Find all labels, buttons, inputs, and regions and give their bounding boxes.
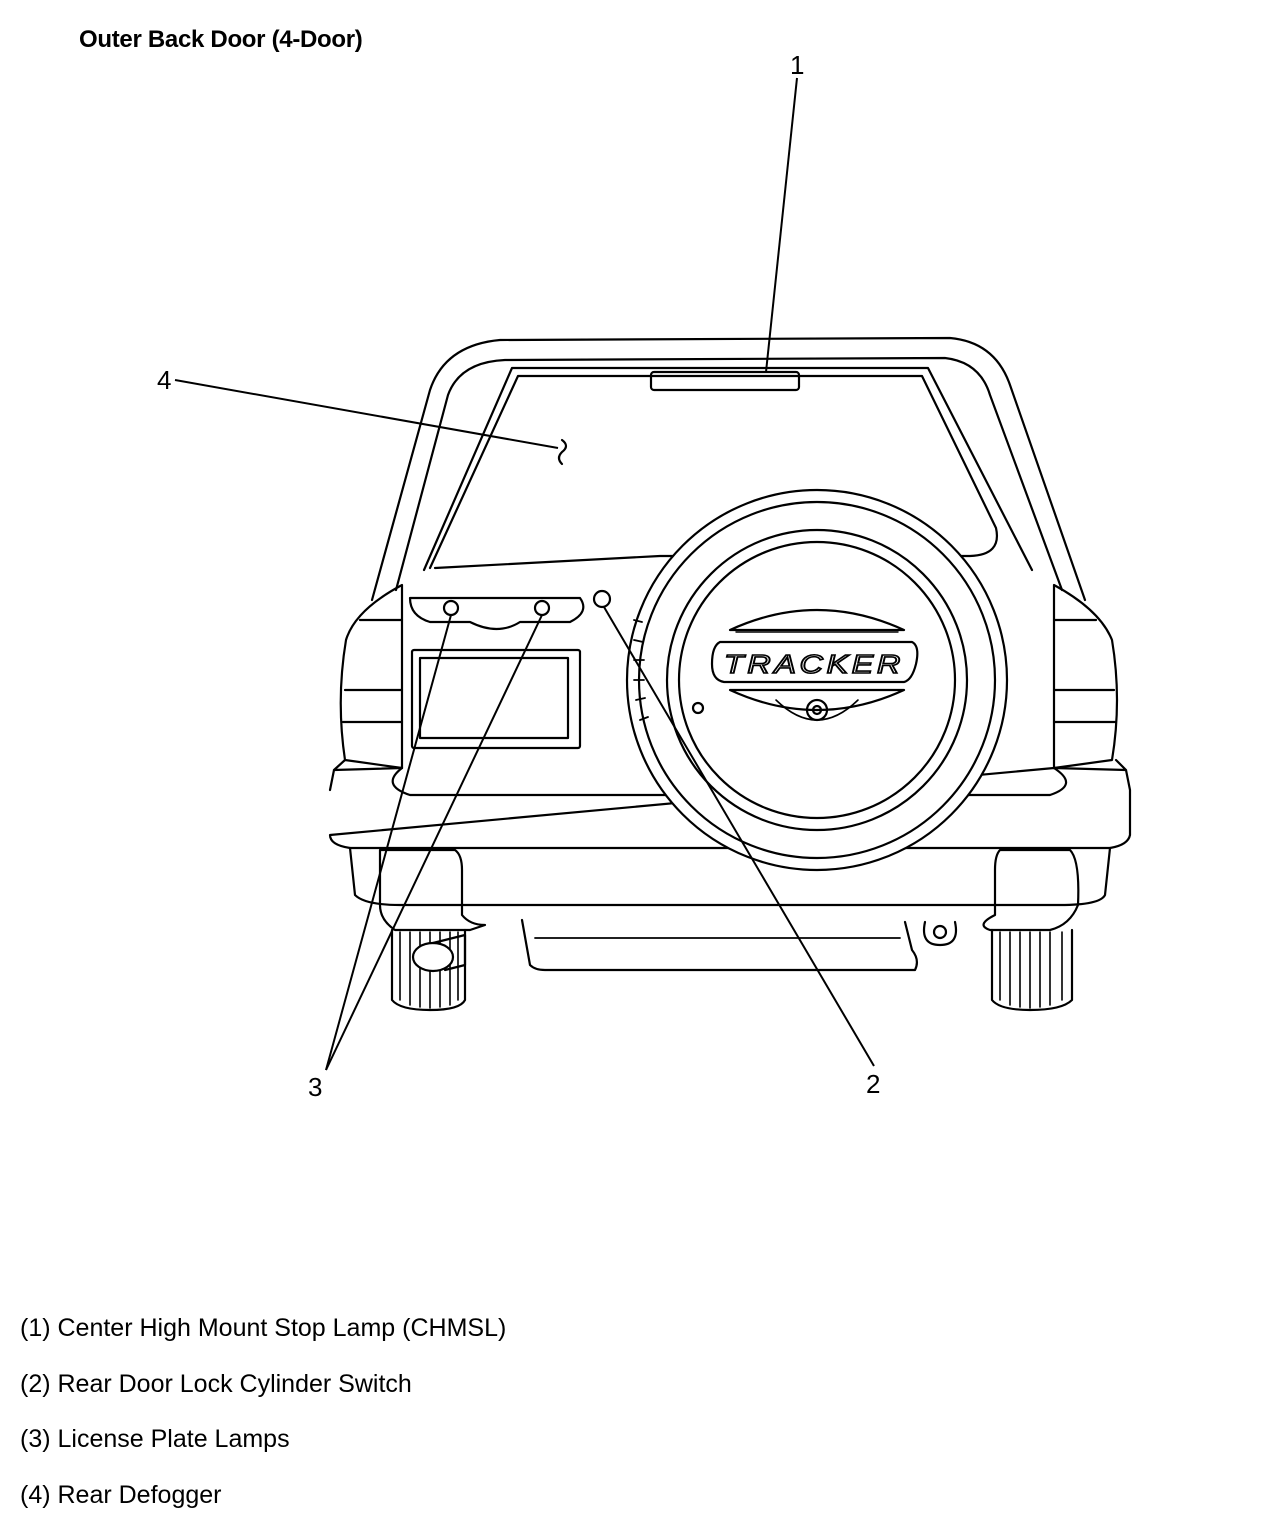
legend-item-2: (2) Rear Door Lock Cylinder Switch	[20, 1366, 506, 1422]
exhaust-tip	[413, 943, 453, 971]
defogger-terminal	[559, 440, 566, 464]
right-tire	[992, 930, 1072, 1010]
lock-cylinder	[594, 591, 610, 607]
legend-item-4: (4) Rear Defogger	[20, 1477, 506, 1532]
callout-1: 1	[790, 50, 804, 80]
left-mud-flap	[380, 850, 485, 930]
right-tail-lamp	[1054, 585, 1117, 768]
legend-list: (1) Center High Mount Stop Lamp (CHMSL) …	[20, 1310, 506, 1532]
license-plate	[420, 658, 568, 738]
left-tail-lamp	[341, 585, 402, 768]
callout-3: 3	[308, 1072, 322, 1102]
legend-item-1: (1) Center High Mount Stop Lamp (CHMSL)	[20, 1310, 506, 1366]
right-mud-flap	[984, 850, 1079, 930]
leader-line-3a	[326, 615, 451, 1070]
leader-line-1	[766, 78, 797, 372]
legend-item-3: (3) License Plate Lamps	[20, 1421, 506, 1477]
vehicle-rear-diagram: TRACKER 1 2 3 4	[0, 0, 1264, 1130]
underbody	[522, 920, 917, 970]
license-lamp-left	[444, 601, 458, 615]
leader-line-3b	[326, 615, 542, 1070]
callout-4: 4	[157, 365, 171, 395]
chmsl-lamp	[651, 372, 799, 390]
callout-2: 2	[866, 1069, 880, 1099]
license-lamp-housing	[410, 598, 583, 629]
spare-cover-badge-text: TRACKER	[724, 649, 904, 679]
license-lamp-right	[535, 601, 549, 615]
